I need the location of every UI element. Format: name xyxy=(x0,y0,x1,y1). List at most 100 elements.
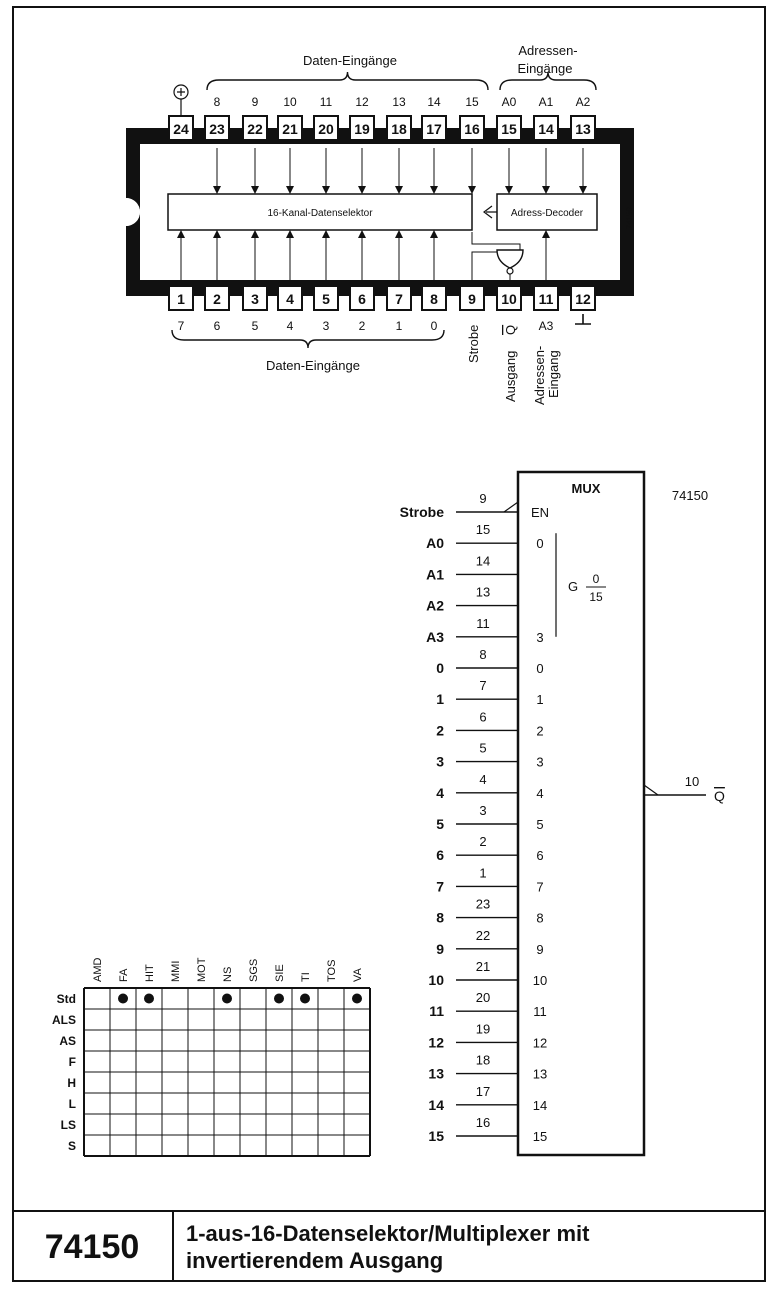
top-pin-number: 14 xyxy=(538,121,554,137)
family-label: ALS xyxy=(52,1013,76,1027)
bottom-pin-label: 7 xyxy=(178,319,185,333)
mux-title: MUX xyxy=(572,481,601,496)
manufacturer-label: MMI xyxy=(170,961,182,982)
input-inner-label: 11 xyxy=(533,1004,547,1019)
top-pin-label: 14 xyxy=(427,95,441,109)
top-pin-number: 19 xyxy=(354,121,370,137)
manufacturer-label: NS xyxy=(222,967,234,982)
bottom-pin-number: 10 xyxy=(501,291,517,307)
top-pin-label: 11 xyxy=(320,95,333,109)
input-name: 11 xyxy=(429,1003,444,1019)
bottom-pin-box xyxy=(313,285,339,311)
selector-label: 16-Kanal-Datenselektor xyxy=(267,208,373,219)
bottom-pin-box xyxy=(386,285,412,311)
input-name: A0 xyxy=(426,535,444,551)
g-numerator: 0 xyxy=(593,572,600,586)
input-name: 14 xyxy=(428,1097,444,1113)
page-frame xyxy=(12,6,766,1282)
input-pin: 13 xyxy=(476,585,490,600)
brace-top-data xyxy=(206,71,489,91)
group-top-addr-label-2: Eingänge xyxy=(518,61,573,76)
bottom-pin-box xyxy=(570,285,596,311)
adressen-label-1: Adressen- xyxy=(532,346,547,405)
manufacturer-label: SGS xyxy=(248,959,260,982)
adressen-label-2: Eingang xyxy=(546,350,561,398)
manufacturer-label: MOT xyxy=(196,957,208,982)
side-code: 74150 xyxy=(625,206,634,229)
availability-dot xyxy=(300,993,310,1004)
availability-dot xyxy=(352,993,362,1004)
input-pin: 22 xyxy=(476,928,490,943)
g-denominator: 15 xyxy=(589,590,603,604)
family-label: L xyxy=(69,1097,76,1111)
input-name: 2 xyxy=(436,722,444,738)
input-inner-label: 8 xyxy=(536,911,543,926)
bottom-pin-label: 0 xyxy=(431,319,438,333)
input-pin: 18 xyxy=(476,1053,490,1068)
input-pin: 19 xyxy=(476,1021,490,1036)
output-pin: 10 xyxy=(685,774,699,789)
input-inner-label: 5 xyxy=(536,817,543,832)
mux-box xyxy=(516,470,646,1157)
ausgang-label: Ausgang xyxy=(503,351,518,402)
q-bar-label: Q xyxy=(503,325,518,335)
top-pin-label: A2 xyxy=(576,95,591,109)
availability-dot xyxy=(274,993,284,1004)
input-name: 6 xyxy=(436,847,444,863)
en-marker xyxy=(503,500,519,513)
brace-bottom-data xyxy=(171,329,445,349)
input-inner-label: 2 xyxy=(536,723,543,738)
top-pin-label: A1 xyxy=(539,95,554,109)
top-pin-box xyxy=(349,115,375,141)
input-pin: 23 xyxy=(476,897,490,912)
strobe-label: Strobe xyxy=(466,325,481,363)
input-inner-label: 10 xyxy=(533,973,547,988)
input-pin: 17 xyxy=(476,1084,490,1099)
top-pin-box xyxy=(168,115,194,141)
top-pin-label: 13 xyxy=(392,95,406,109)
family-label: Std xyxy=(57,992,76,1006)
availability-dot xyxy=(144,993,154,1004)
input-pin: 20 xyxy=(476,990,490,1005)
device-title: 1-aus-16-Datenselektor/Multiplexer mit i… xyxy=(174,1212,766,1282)
ground-symbol xyxy=(575,314,591,325)
top-pin-box xyxy=(204,115,230,141)
top-pin-label: A0 xyxy=(502,95,517,109)
selector-box xyxy=(167,193,473,231)
manufacturer-label: HIT xyxy=(144,964,156,982)
top-pin-label: 12 xyxy=(355,95,369,109)
part-number: 74150 xyxy=(12,1212,174,1282)
bottom-pin-box xyxy=(459,285,485,311)
input-inner-label: 0 xyxy=(536,536,543,551)
g-label: G xyxy=(568,579,578,594)
bottom-pin-number: 5 xyxy=(322,291,330,307)
input-inner-label: 7 xyxy=(536,879,543,894)
top-pin-number: 20 xyxy=(318,121,334,137)
vcc-lead xyxy=(177,88,185,116)
top-pin-box xyxy=(277,115,303,141)
input-name: A3 xyxy=(426,629,444,645)
input-name: 8 xyxy=(436,910,444,926)
selector-out-wire xyxy=(471,232,521,250)
strobe-wire xyxy=(471,251,498,280)
input-inner-label: 6 xyxy=(536,848,543,863)
device-title-line2: invertierendem Ausgang xyxy=(186,1248,444,1273)
input-inner-label: 3 xyxy=(536,755,543,770)
family-label: F xyxy=(69,1055,76,1069)
input-inner-label: 14 xyxy=(533,1098,547,1113)
top-pin-box xyxy=(421,115,447,141)
manufacturer-label: TOS xyxy=(326,960,338,982)
manufacturer-label: SIE xyxy=(274,964,286,982)
input-pin: 21 xyxy=(476,959,490,974)
top-pin-number: 17 xyxy=(426,121,442,137)
ic-notch xyxy=(126,198,140,226)
input-pin: 5 xyxy=(479,741,486,756)
bottom-pin-box xyxy=(242,285,268,311)
brace-top-addr xyxy=(499,71,597,91)
bottom-pin-box xyxy=(168,285,194,311)
manufacturer-label: TI xyxy=(300,972,312,982)
decoder-label: Adress-Decoder xyxy=(511,208,584,219)
top-pin-box xyxy=(242,115,268,141)
